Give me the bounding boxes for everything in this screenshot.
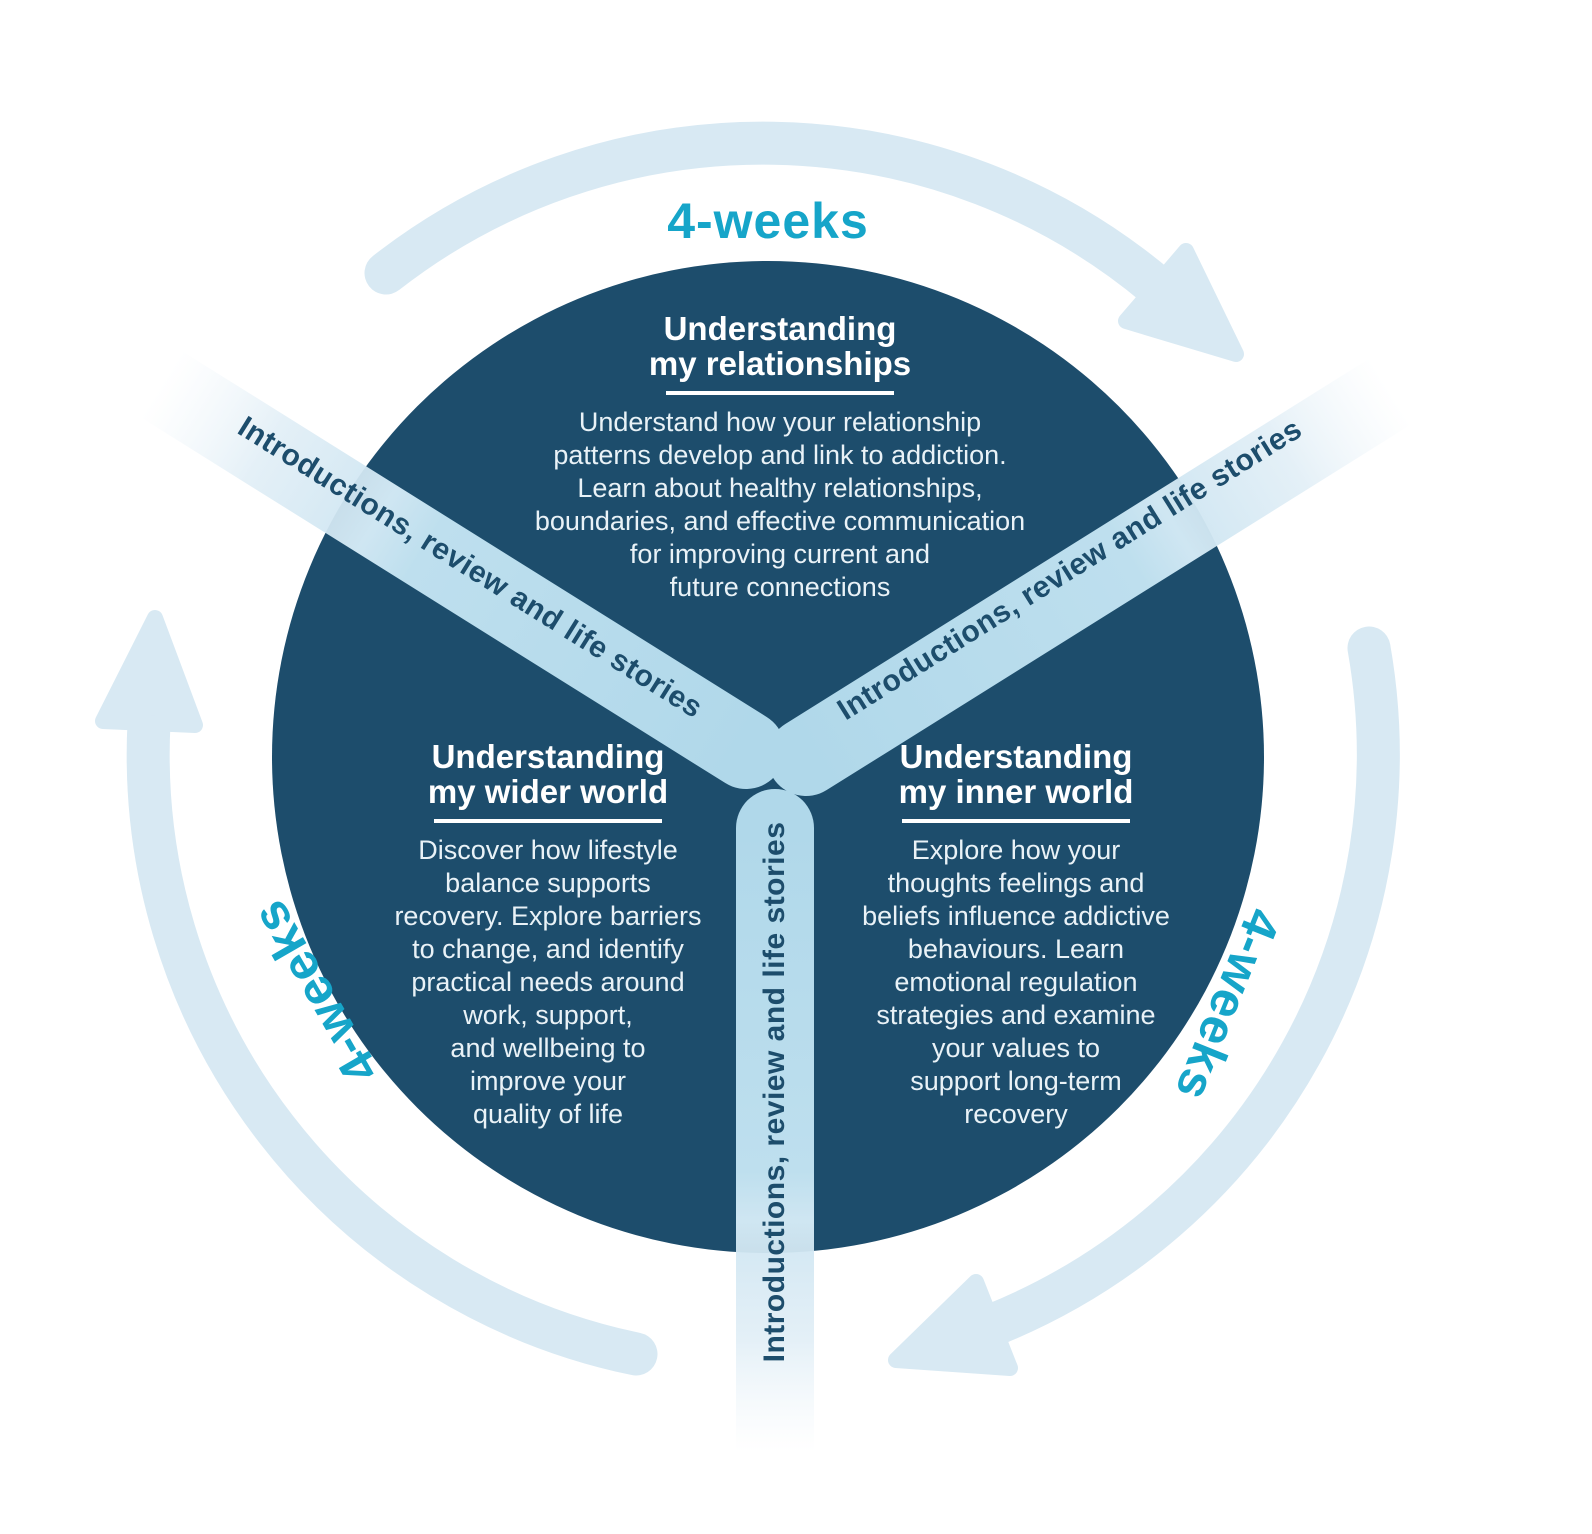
- section-wider-world: Understanding my wider world Discover ho…: [318, 739, 778, 1131]
- duration-label-top: 4-weeks: [667, 193, 869, 249]
- section-inner-world: Understanding my inner world Explore how…: [786, 739, 1246, 1131]
- section-wider-world-body: Discover how lifestyle balance supports …: [394, 834, 702, 1129]
- arrowhead-left-icon: [95, 610, 203, 733]
- section-inner-world-body: Explore how your thoughts feelings and b…: [862, 834, 1170, 1129]
- band-upper-left: [122, 345, 785, 789]
- section-relationships-body: Understand how your relationship pattern…: [534, 406, 1026, 602]
- arc-top: [364, 121, 1178, 308]
- arrowhead-right-icon: [888, 1274, 1018, 1376]
- band-upper-right: [767, 352, 1430, 796]
- heading-underline: [902, 819, 1130, 823]
- arrowhead-top-icon: [1118, 243, 1244, 362]
- section-inner-world-heading: Understanding my inner world: [898, 738, 1134, 810]
- section-relationships-heading: Understanding my relationships: [648, 310, 912, 382]
- section-relationships: Understanding my relationships Understan…: [480, 311, 1080, 604]
- section-wider-world-heading: Understanding my wider world: [427, 738, 669, 810]
- heading-underline: [666, 391, 894, 395]
- arc-left: [126, 701, 658, 1376]
- heading-underline: [434, 819, 662, 823]
- arc-right: [971, 626, 1400, 1347]
